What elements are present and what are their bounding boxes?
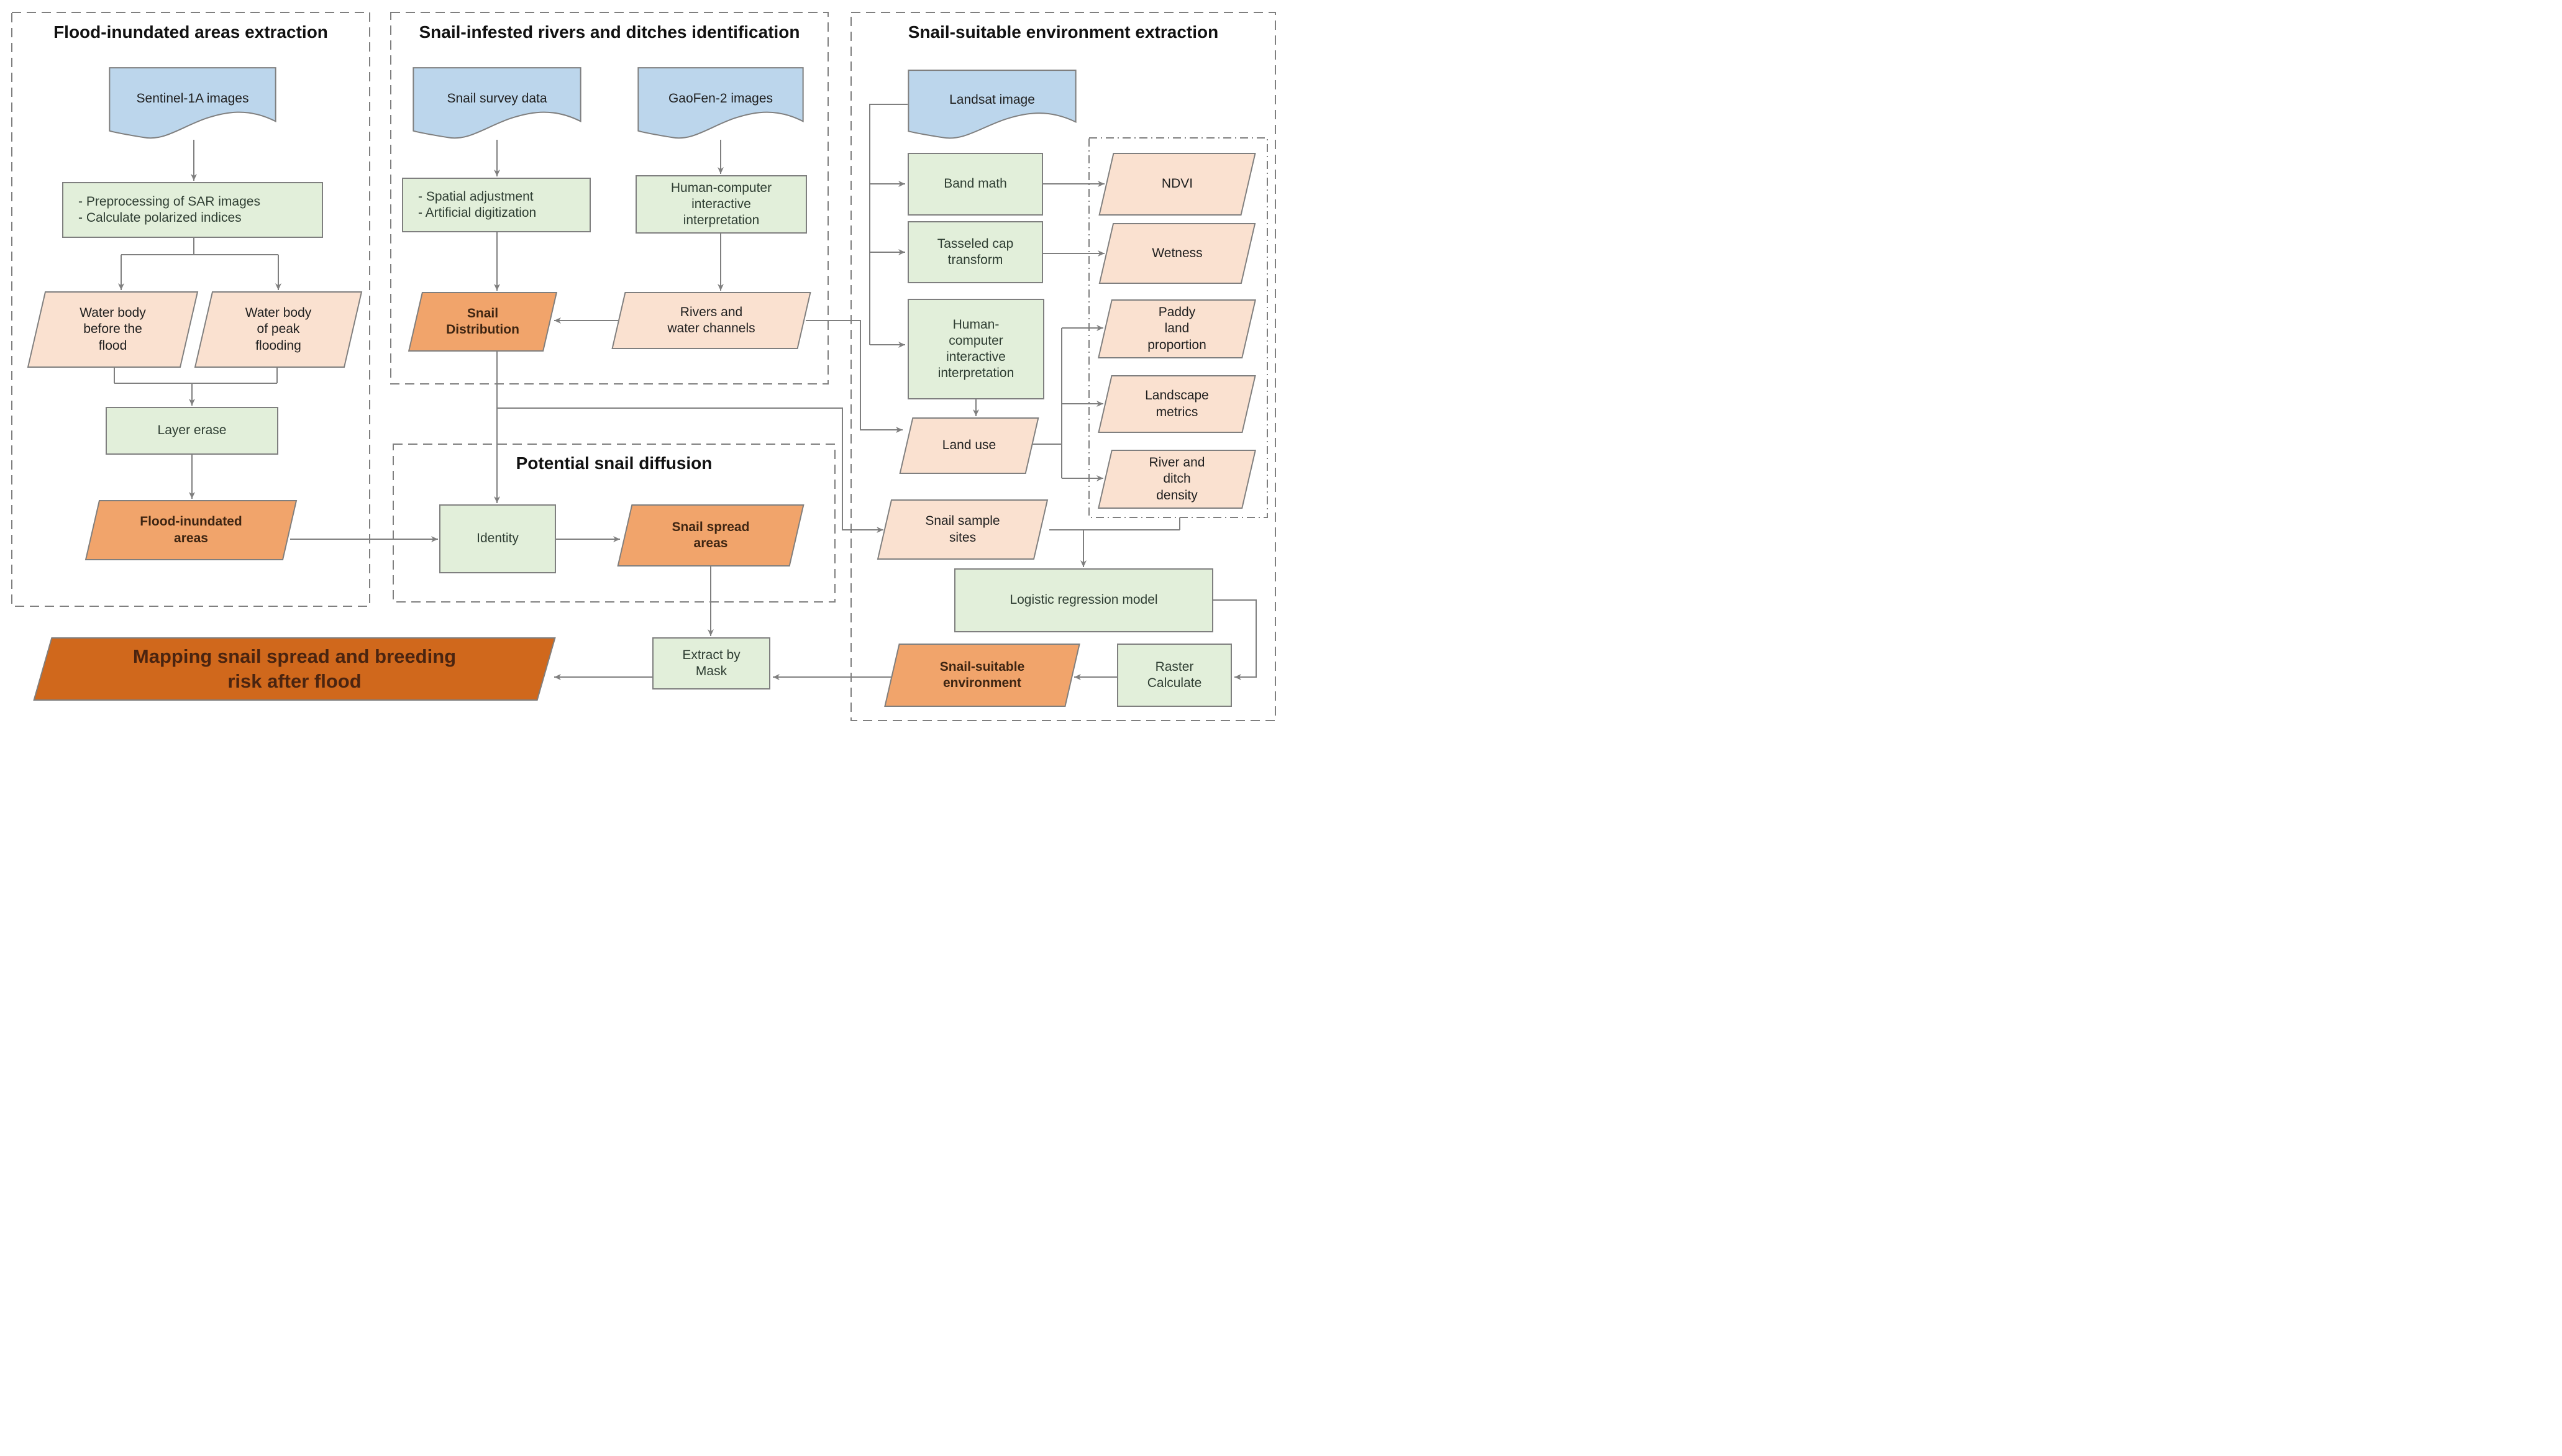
node-label: Logistic regression model: [1010, 593, 1158, 607]
node-label: Land use: [942, 438, 996, 453]
section-border-rivers-identification: [390, 12, 829, 384]
section-border-environment-extraction: [850, 12, 1276, 721]
node-label: Water body of peak flooding: [245, 306, 312, 353]
node-label: Layer erase: [157, 423, 227, 438]
node-label: - Preprocessing of SAR images - Calculat…: [78, 194, 260, 225]
section-border-flood-extraction: [11, 12, 370, 607]
node-snail-suitable-environment: Snail-suitable environment: [883, 644, 1081, 707]
node-label: Snail sample sites: [925, 514, 1000, 545]
section-title-environment-extraction: Snail-suitable environment extraction: [908, 22, 1219, 42]
node-wetness: Wetness: [1098, 223, 1257, 284]
node-label: Snail Distribution: [446, 306, 519, 337]
node-tasseled-cap-transform: Tasseled cap transform: [908, 221, 1043, 283]
node-label: River and ditch density: [1149, 455, 1205, 503]
node-label: Landscape metrics: [1145, 388, 1209, 419]
node-label: Water body before the flood: [80, 306, 146, 353]
section-title-flood-extraction: Flood-inundated areas extraction: [53, 22, 328, 42]
node-label: Human-computer interactive interpretatio…: [670, 180, 772, 228]
node-label: Landsat image: [949, 92, 1035, 107]
edge-rivers-to-land-use: [806, 320, 903, 433]
node-human-computer-interpretation-mid: Human-computer interactive interpretatio…: [636, 175, 807, 234]
node-label: Sentinel-1A images: [136, 91, 249, 106]
section-title-potential-diffusion: Potential snail diffusion: [516, 453, 713, 473]
node-raster-calculate: Raster Calculate: [1117, 644, 1232, 707]
connector-layer: [11, 12, 1276, 721]
node-river-ditch-density: River and ditch density: [1096, 450, 1257, 509]
node-label: Flood-inundated areas: [140, 514, 242, 545]
node-gaofen-images: GaoFen-2 images: [637, 67, 804, 140]
section-title-rivers-identification: Snail-infested rivers and ditches identi…: [419, 22, 800, 42]
node-label: Paddy land proportion: [1147, 305, 1206, 352]
node-label: Tasseled cap transform: [937, 236, 1014, 267]
document-shape: [109, 67, 276, 140]
node-extract-by-mask: Extract by Mask: [652, 637, 770, 689]
node-water-body-before: Water body before the flood: [27, 291, 199, 368]
section-border-potential-diffusion: [393, 444, 836, 603]
node-label: - Spatial adjustment - Artificial digiti…: [418, 189, 537, 220]
edge-water-merge-trunk: [114, 368, 278, 384]
node-mapping-risk-result: Mapping snail spread and breeding risk a…: [31, 637, 558, 701]
node-label: Snail spread areas: [672, 519, 750, 550]
edge-landsat-feeder-trunk: [869, 104, 908, 345]
document-shape: [908, 70, 1077, 140]
node-label: Band math: [944, 176, 1007, 191]
node-water-body-peak: Water body of peak flooding: [194, 291, 363, 368]
node-logistic-regression-model: Logistic regression model: [954, 568, 1213, 632]
node-label: Mapping snail spread and breeding risk a…: [132, 645, 457, 692]
node-label: Snail-suitable environment: [939, 659, 1025, 690]
edge-snail-distribution-to-sample-sites: [497, 407, 883, 533]
node-land-use: Land use: [898, 417, 1041, 474]
flowchart-canvas: Flood-inundated areas extraction Snail-i…: [0, 0, 1281, 728]
node-spatial-adjustment: - Spatial adjustment - Artificial digiti…: [402, 178, 591, 232]
node-landsat-image: Landsat image: [908, 70, 1077, 140]
node-snail-sample-sites: Snail sample sites: [876, 499, 1049, 560]
node-human-computer-interpretation-right: Human- computer interactive interpretati…: [908, 299, 1044, 399]
node-label: NDVI: [1161, 176, 1193, 191]
node-label: Extract by Mask: [682, 647, 741, 678]
node-label: Raster Calculate: [1147, 659, 1202, 690]
node-label: Identity: [476, 531, 519, 546]
node-label: Snail survey data: [447, 91, 547, 106]
node-label: Human- computer interactive interpretati…: [937, 317, 1014, 381]
node-sentinel-images: Sentinel-1A images: [109, 67, 276, 140]
node-snail-survey-data: Snail survey data: [413, 67, 581, 140]
edge-preprocess-split-trunk: [121, 238, 278, 255]
node-ndvi: NDVI: [1098, 153, 1257, 216]
node-rivers-water-channels: Rivers and water channels: [610, 292, 813, 349]
node-layer-erase: Layer erase: [106, 407, 278, 455]
node-snail-distribution: Snail Distribution: [407, 292, 558, 352]
node-snail-spread-areas: Snail spread areas: [616, 504, 805, 566]
edge-logistic-to-raster: [1213, 599, 1257, 680]
node-label: GaoFen-2 images: [668, 91, 773, 106]
node-label: Rivers and water channels: [667, 304, 755, 335]
document-shape: [413, 67, 581, 140]
node-preprocessing: - Preprocessing of SAR images - Calculat…: [62, 182, 323, 238]
node-paddy-land-proportion: Paddy land proportion: [1096, 299, 1257, 358]
document-shape: [637, 67, 804, 140]
node-landscape-metrics: Landscape metrics: [1096, 375, 1257, 433]
node-identity: Identity: [439, 504, 556, 573]
node-flood-inundated-areas: Flood-inundated areas: [84, 500, 298, 560]
node-band-math: Band math: [908, 153, 1043, 216]
node-label: Wetness: [1152, 245, 1203, 260]
